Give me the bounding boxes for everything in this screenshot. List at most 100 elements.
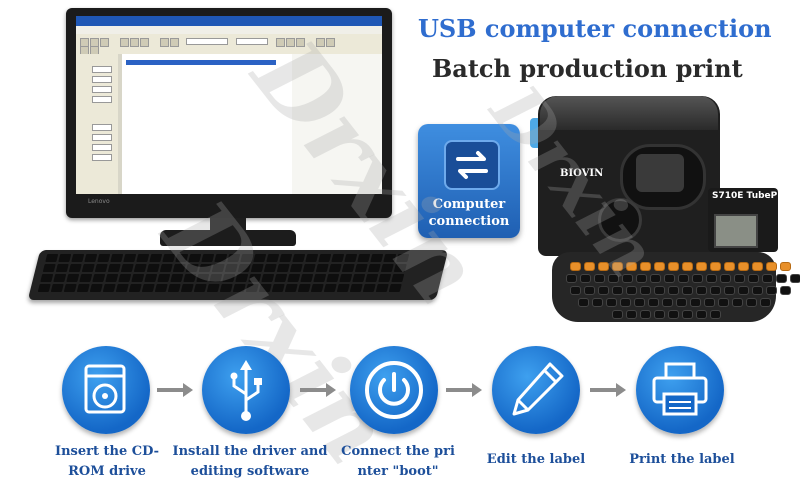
keyboard-key <box>237 264 251 272</box>
step-label-line: ROM drive <box>68 464 146 479</box>
keyboard-key <box>352 274 366 282</box>
printer-key <box>640 310 651 319</box>
arrow-right-icon <box>300 383 336 397</box>
printer-key <box>580 274 591 283</box>
keyboard-key <box>183 274 197 282</box>
step-label-insert-cd: Insert the CD- ROM drive <box>22 442 192 482</box>
computer-connection-label: Computer connection <box>418 196 520 230</box>
keyboard-key <box>110 254 124 262</box>
pencil-icon <box>512 362 564 416</box>
step-label-line: Install the driver and <box>172 444 328 459</box>
keyboard-key <box>344 254 358 262</box>
printer-key <box>706 274 717 283</box>
printer-key <box>780 286 791 295</box>
printer-key <box>762 274 773 283</box>
printer-icon <box>652 362 708 416</box>
keyboard-key <box>58 254 72 262</box>
printer-key <box>696 262 707 271</box>
printer-key <box>612 262 623 271</box>
keyboard-key <box>154 284 168 292</box>
step-label-line: Print the label <box>629 452 735 467</box>
keyboard-key <box>378 274 392 282</box>
keyboard-key <box>146 264 160 272</box>
step-label-connect-printer: Connect the pri nter "boot" <box>318 442 478 482</box>
keyboard-key <box>315 264 329 272</box>
keyboard-key <box>300 274 314 282</box>
monitor-brand: Lenovo <box>88 198 110 205</box>
printer-top-cover <box>540 96 718 130</box>
step-label-line: Connect the pri <box>341 444 455 459</box>
printer-key <box>570 262 581 271</box>
keyboard-key <box>232 284 246 292</box>
keyboard-key <box>240 254 254 262</box>
keyboard-key <box>172 264 186 272</box>
printer-key <box>752 262 763 271</box>
keyboard-key <box>196 274 210 282</box>
printer-key <box>648 298 659 307</box>
headline-batch-print: Batch production print <box>432 54 743 83</box>
printer-model: S710E TubePrinter <box>712 191 800 201</box>
keyboard-key <box>310 284 324 292</box>
keyboard-key <box>175 254 189 262</box>
keyboard-key <box>339 274 353 282</box>
window-document <box>122 54 293 194</box>
printer-key <box>668 262 679 271</box>
keyboard-key <box>193 284 207 292</box>
printer-key <box>640 286 651 295</box>
keyboard-key <box>263 264 277 272</box>
printer-key <box>724 262 735 271</box>
printer-window <box>636 154 684 192</box>
printer-key-row <box>570 286 791 295</box>
keyboard-key <box>144 274 158 282</box>
keyboard-key <box>40 274 54 282</box>
keyboard-key <box>107 264 121 272</box>
keyboard-key <box>391 274 405 282</box>
keyboard-row <box>37 284 402 292</box>
keyboard-key <box>94 264 108 272</box>
step-label-print-label: Print the label <box>622 450 742 470</box>
keyboard <box>27 250 449 300</box>
keyboard-key <box>76 284 90 292</box>
keyboard-key <box>375 284 389 292</box>
keyboard-key <box>284 284 298 292</box>
keyboard-row <box>45 254 410 262</box>
keyboard-key <box>198 264 212 272</box>
keyboard-key <box>349 284 363 292</box>
keyboard-key <box>323 284 337 292</box>
keyboard-key <box>318 254 332 262</box>
keyboard-key <box>380 264 394 272</box>
keyboard-row <box>40 274 405 282</box>
keyboard-key <box>66 274 80 282</box>
tile-label-line2: connection <box>428 214 510 229</box>
printer-key <box>598 286 609 295</box>
printer-key <box>608 274 619 283</box>
keyboard-key <box>328 264 342 272</box>
printer-key <box>734 274 745 283</box>
keyboard-key <box>209 274 223 282</box>
power-icon <box>365 361 423 419</box>
keyboard-key <box>357 254 371 262</box>
keyboard-key <box>331 254 345 262</box>
keyboard-key <box>89 284 103 292</box>
printer-key <box>626 310 637 319</box>
keyboard-key <box>123 254 137 262</box>
printer-key <box>766 262 777 271</box>
printer-key <box>710 310 721 319</box>
printer-key <box>710 286 721 295</box>
printer-key-row <box>570 262 791 271</box>
keyboard-key <box>261 274 275 282</box>
printer-key <box>748 274 759 283</box>
window-toolbar <box>76 34 382 55</box>
printer-key <box>776 274 787 283</box>
printer-key <box>690 298 701 307</box>
keyboard-key <box>326 274 340 282</box>
keyboard-key <box>245 284 259 292</box>
printer-key <box>626 262 637 271</box>
printer-key <box>654 262 665 271</box>
printer-key <box>682 262 693 271</box>
printer-key <box>626 286 637 295</box>
keyboard-key <box>227 254 241 262</box>
keyboard-key <box>42 264 56 272</box>
printer-key <box>790 274 800 283</box>
printer-key <box>746 298 757 307</box>
